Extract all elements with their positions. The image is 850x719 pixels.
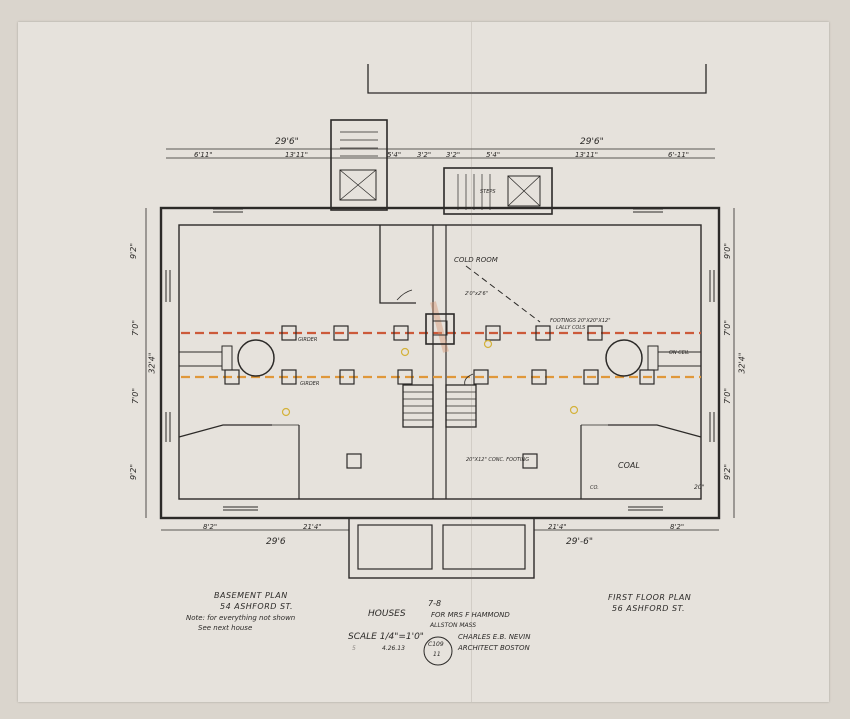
bay-outline xyxy=(348,517,535,579)
left-plan-note-2: See next house xyxy=(198,624,253,632)
bulkhead-left xyxy=(330,119,388,211)
left-dim-4: 9'2" xyxy=(129,463,139,481)
left-plan-address: 54 ASHFORD ST. xyxy=(220,602,294,611)
on-ceil-label: ON CEIL xyxy=(669,350,690,356)
right-plan-title: FIRST FLOOR PLAN xyxy=(608,593,692,602)
cold-room-wall xyxy=(379,225,416,304)
girder-label-bottom: GIRDER xyxy=(300,381,320,387)
top-bracket-line xyxy=(367,64,707,94)
top-seg-4: 3'2" xyxy=(417,151,432,159)
top-seg-8: 6'-11" xyxy=(668,151,690,159)
pencil-number: 5 xyxy=(352,645,356,652)
right-dim-2: 7'0" xyxy=(723,319,733,337)
houses-label: HOUSES xyxy=(368,609,406,619)
twenty-inch-label: 20" xyxy=(694,484,705,491)
cold-room-door-swing xyxy=(396,289,413,301)
pier-row-bottom xyxy=(224,369,655,385)
left-total-dim: 32'4" xyxy=(147,352,157,374)
bottom-dim-right-2: 8'2" xyxy=(670,523,685,531)
lally-label: LALLY COLS xyxy=(556,325,586,331)
footing-pier-left xyxy=(346,453,362,469)
top-total-right: 29'6" xyxy=(580,137,604,147)
architect-name: CHARLES E.B. NEVIN xyxy=(458,633,531,641)
footing-pier-right xyxy=(522,453,538,469)
top-seg-1: 6'11" xyxy=(194,151,213,159)
location-label: ALLSTON MASS xyxy=(430,622,477,629)
coal-label: COAL xyxy=(618,461,640,470)
lally-columns xyxy=(281,339,579,417)
drawing-sheet: 29'6" 29'6" 6'11" 13'11" 5'4" 3'2" 3'2" … xyxy=(18,22,829,702)
bottom-total-right: 29'-6" xyxy=(566,537,594,547)
top-seg-6: 5'4" xyxy=(486,151,501,159)
stamp-bottom-text: 11 xyxy=(433,651,441,658)
top-seg-5: 3'2" xyxy=(446,151,461,159)
bulkhead-right xyxy=(443,167,553,215)
cold-room-label: COLD ROOM xyxy=(454,256,498,264)
house-numbers: 7-8 xyxy=(428,599,442,608)
top-total-left: 29'6" xyxy=(275,137,299,147)
size-note-label: 2'0"x2'6" xyxy=(465,291,489,297)
top-seg-7: 13'11" xyxy=(575,151,598,159)
left-dim-1: 9'2" xyxy=(129,242,139,260)
left-dim-2: 7'0" xyxy=(131,319,141,337)
stamp-circle xyxy=(423,636,453,666)
inner-foundation-wall xyxy=(178,224,702,500)
left-plan-note-1: Note: for everything not shown xyxy=(186,614,296,622)
central-chimney-pier xyxy=(425,313,455,345)
left-dim-3: 7'0" xyxy=(131,387,141,405)
flue-left xyxy=(179,351,223,367)
footing-small-label: 20"X12" CONC. FOOTING xyxy=(466,457,530,463)
right-dim-1: 9'0" xyxy=(723,242,733,260)
stamp-top-text: C109 xyxy=(428,641,444,648)
outer-foundation-wall xyxy=(159,206,721,520)
coal-bin-right xyxy=(608,424,702,438)
right-dim-3: 7'0" xyxy=(723,387,733,405)
top-seg-2: 13'11" xyxy=(285,151,308,159)
steps-label: STEPS xyxy=(480,189,496,195)
right-dim-4: 9'2" xyxy=(723,463,733,481)
date-label: 4.26.13 xyxy=(382,645,405,652)
left-plan-title: BASEMENT PLAN xyxy=(214,591,288,600)
window-marks xyxy=(165,208,715,511)
pier-row-top xyxy=(281,325,603,341)
girder-label-top: GIRDER xyxy=(298,337,318,343)
owner-label: FOR MRS F HAMMOND xyxy=(431,611,510,619)
architect-city: ARCHITECT BOSTON xyxy=(458,644,530,652)
bottom-dim-left-2: 21'4" xyxy=(303,523,322,531)
furnace-left xyxy=(237,339,275,377)
bottom-total-left: 29'6 xyxy=(266,537,286,547)
top-seg-3: 5'4" xyxy=(387,151,402,159)
footings-label: FOOTINGS 20"X20"X12" xyxy=(550,318,611,324)
co-label: CO. xyxy=(590,485,599,491)
right-plan-address: 56 ASHFORD ST. xyxy=(612,604,686,613)
scale-label: SCALE 1/4"=1'0" xyxy=(348,632,424,642)
bottom-dim-left-1: 8'2" xyxy=(203,523,218,531)
furnace-right xyxy=(605,339,643,377)
floor-plan-drawing xyxy=(145,64,735,666)
bottom-dim-right-1: 21'4" xyxy=(548,523,567,531)
cold-room-dash xyxy=(465,265,541,323)
right-total-dim: 32'4" xyxy=(737,352,747,374)
coal-bin-left xyxy=(178,424,272,438)
